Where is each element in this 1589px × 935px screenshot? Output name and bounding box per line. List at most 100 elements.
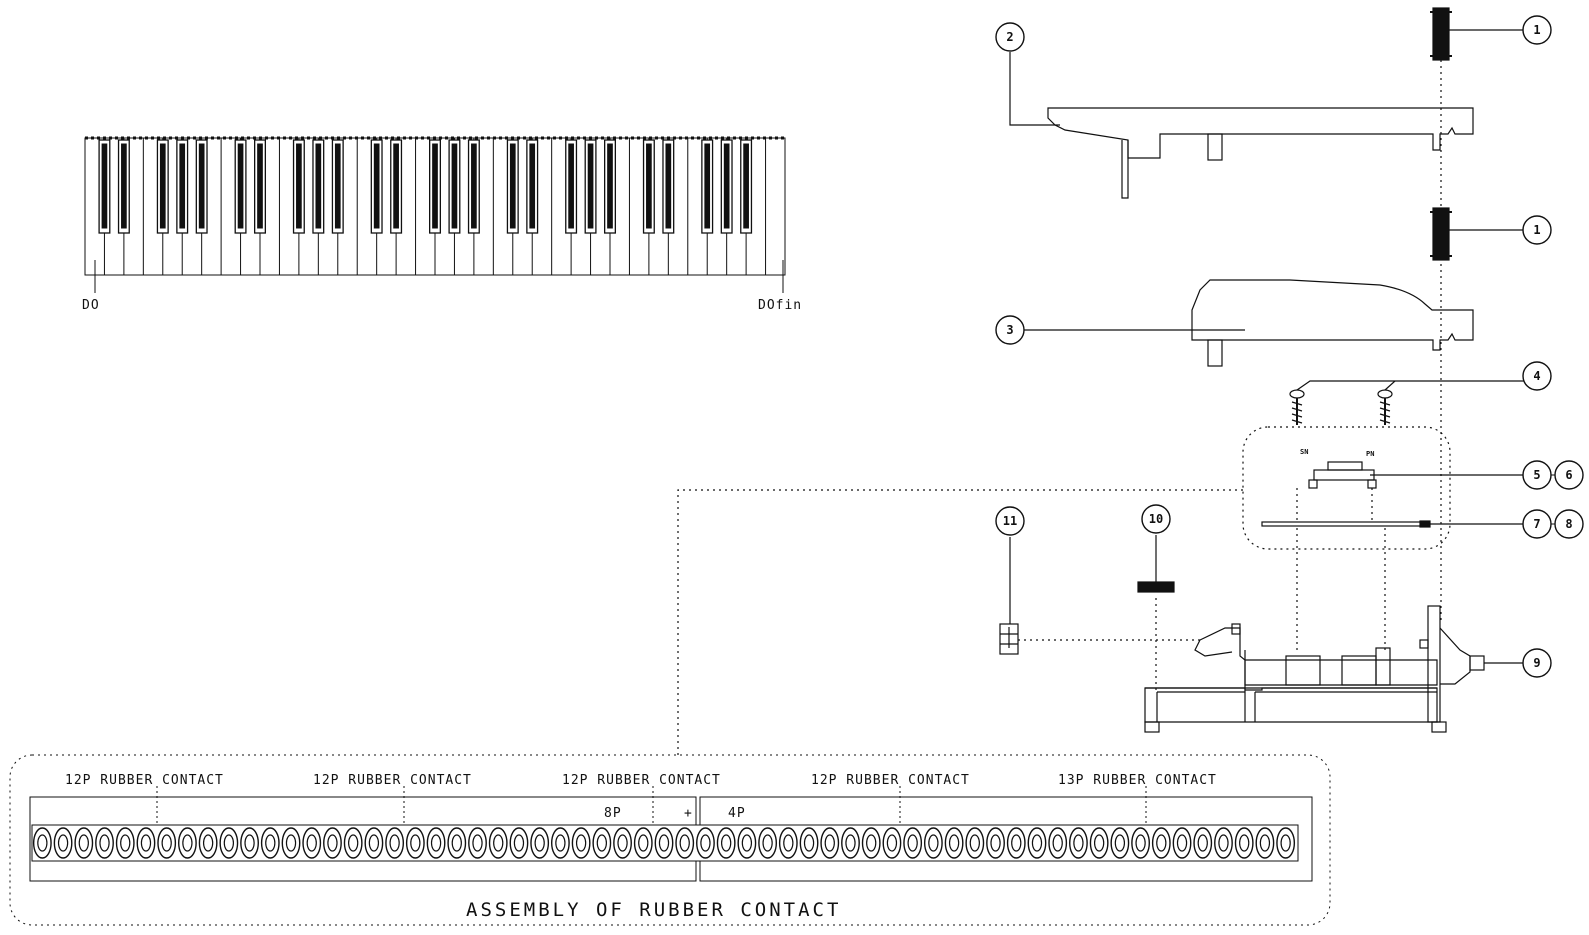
- rubber-contact-dome: [37, 834, 48, 852]
- callout-circle-c1a: [1522, 15, 1552, 45]
- rubber-contact-dome: [762, 834, 773, 852]
- rubber-contact-dome: [223, 834, 235, 852]
- callout-circle-c3: [995, 315, 1025, 345]
- rubber-contact-dome: [783, 834, 794, 852]
- rubber-contact-dome: [1259, 834, 1271, 852]
- rubber-contact-dome: [1239, 834, 1250, 852]
- callout-number-c1a: 1: [1533, 23, 1540, 37]
- black-key-top: [393, 143, 399, 229]
- rubber-contact-dome: [1011, 834, 1022, 852]
- rubber-contact-dome: [534, 834, 545, 852]
- pcb-component: [1308, 461, 1377, 489]
- rubber-contact-dome: [430, 834, 442, 852]
- rubber-contact-dome: [410, 834, 421, 852]
- sub-label-4p: 4P: [728, 806, 746, 821]
- rubber-contact-dome: [120, 834, 131, 852]
- parts-group: [677, 7, 1524, 755]
- rubber-contact-dome: [140, 834, 152, 852]
- callout-circle-c10: [1141, 504, 1171, 534]
- black-key-top: [373, 143, 380, 229]
- rubber-contact-dome: [265, 834, 276, 852]
- pcb-plate-end: [1419, 520, 1431, 528]
- callout-number-c9: 9: [1533, 656, 1540, 670]
- black-key-top: [159, 143, 166, 229]
- rubber-contact-dome: [1031, 834, 1043, 852]
- black-key-top: [121, 143, 127, 229]
- key-part-3-post: [1207, 339, 1223, 367]
- black-key-top: [334, 143, 341, 229]
- rubber-contact-dome: [161, 834, 172, 852]
- rubber-contact-dome: [1135, 834, 1146, 852]
- rubber-contact-dome: [182, 834, 193, 852]
- rubber-contact-dome: [845, 834, 856, 852]
- rubber-contact-dome: [555, 834, 566, 852]
- rubber-contact-dome: [99, 834, 110, 852]
- rubber-section-label-2: 12P RUBBER CONTACT: [313, 773, 472, 788]
- rubber-contact-dome: [285, 834, 297, 852]
- spring-part-middle: [1430, 207, 1452, 261]
- black-key-top: [665, 143, 672, 229]
- rubber-contact-dome: [1197, 834, 1208, 852]
- rubber-contact-dome: [803, 834, 815, 852]
- rubber-contact-dome: [948, 834, 960, 852]
- rubber-contact-dome: [513, 834, 525, 852]
- black-key-top: [101, 143, 108, 229]
- callout-number-c8: 8: [1565, 517, 1572, 531]
- key-part-2-hook: [1121, 140, 1129, 199]
- rubber-contact-dome: [1073, 834, 1084, 852]
- black-key-top: [315, 143, 322, 229]
- callout-leader-2: [1009, 52, 1060, 126]
- rubber-contact-dome: [327, 834, 338, 852]
- black-key-top: [471, 143, 477, 229]
- screw-right: [1377, 389, 1393, 425]
- black-key-top: [296, 143, 302, 229]
- black-key-top: [704, 143, 711, 229]
- key-part-2-post: [1207, 133, 1223, 161]
- rubber-contact-dome: [575, 834, 587, 852]
- rubber-section-label-1: 12P RUBBER CONTACT: [65, 773, 224, 788]
- black-key-top: [646, 143, 652, 229]
- rubber-contact-dome: [741, 834, 753, 852]
- rubber-contact-dome: [1280, 834, 1291, 852]
- keyboard-illustration: [84, 136, 786, 293]
- chassis-part-9: [1144, 605, 1524, 733]
- rubber-contact-dome: [472, 834, 483, 852]
- screw-left: [1289, 389, 1305, 425]
- rubber-contact-dome: [1052, 834, 1063, 852]
- rubber-contact-dome: [1218, 834, 1229, 852]
- rubber-contact-dome: [1176, 834, 1188, 852]
- black-key-top: [529, 143, 536, 229]
- felt-pad-part-10: [1137, 581, 1175, 593]
- rubber-section-label-3: 12P RUBBER CONTACT: [562, 773, 721, 788]
- rubber-contact-dome: [638, 834, 649, 852]
- black-keys: [98, 139, 753, 234]
- rubber-contact-dome: [721, 834, 732, 852]
- callout-number-c2: 2: [1006, 30, 1013, 44]
- black-key-top: [743, 143, 749, 229]
- callout-number-c3: 3: [1006, 323, 1013, 337]
- rubber-contact-dome: [886, 834, 898, 852]
- rubber-contact-dome: [493, 834, 504, 852]
- black-key-top: [587, 143, 594, 229]
- callout-circle-c1b: [1522, 215, 1552, 245]
- callout-number-c1b: 1: [1533, 223, 1540, 237]
- callout-circle-c4: [1522, 361, 1552, 391]
- rubber-contact-dome: [658, 834, 670, 852]
- rubber-contact-dome: [679, 834, 690, 852]
- rubber-contact-dome: [244, 834, 255, 852]
- rubber-contact-dome: [202, 834, 214, 852]
- rubber-contact-dome: [596, 834, 607, 852]
- pcb-group-outline: [1242, 426, 1451, 550]
- black-key-top: [451, 143, 458, 229]
- rubber-assembly-outline: [9, 754, 1331, 926]
- rubber-contact-dome: [78, 834, 89, 852]
- rubber-contact-dome: [990, 834, 1001, 852]
- callout-number-c10: 10: [1149, 512, 1163, 526]
- key-part-3: [1191, 279, 1474, 351]
- rubber-contact-dome: [1114, 834, 1126, 852]
- rubber-contact-dome: [617, 834, 628, 852]
- rubber-contact-dome: [969, 834, 980, 852]
- callout-number-c4: 4: [1533, 369, 1540, 383]
